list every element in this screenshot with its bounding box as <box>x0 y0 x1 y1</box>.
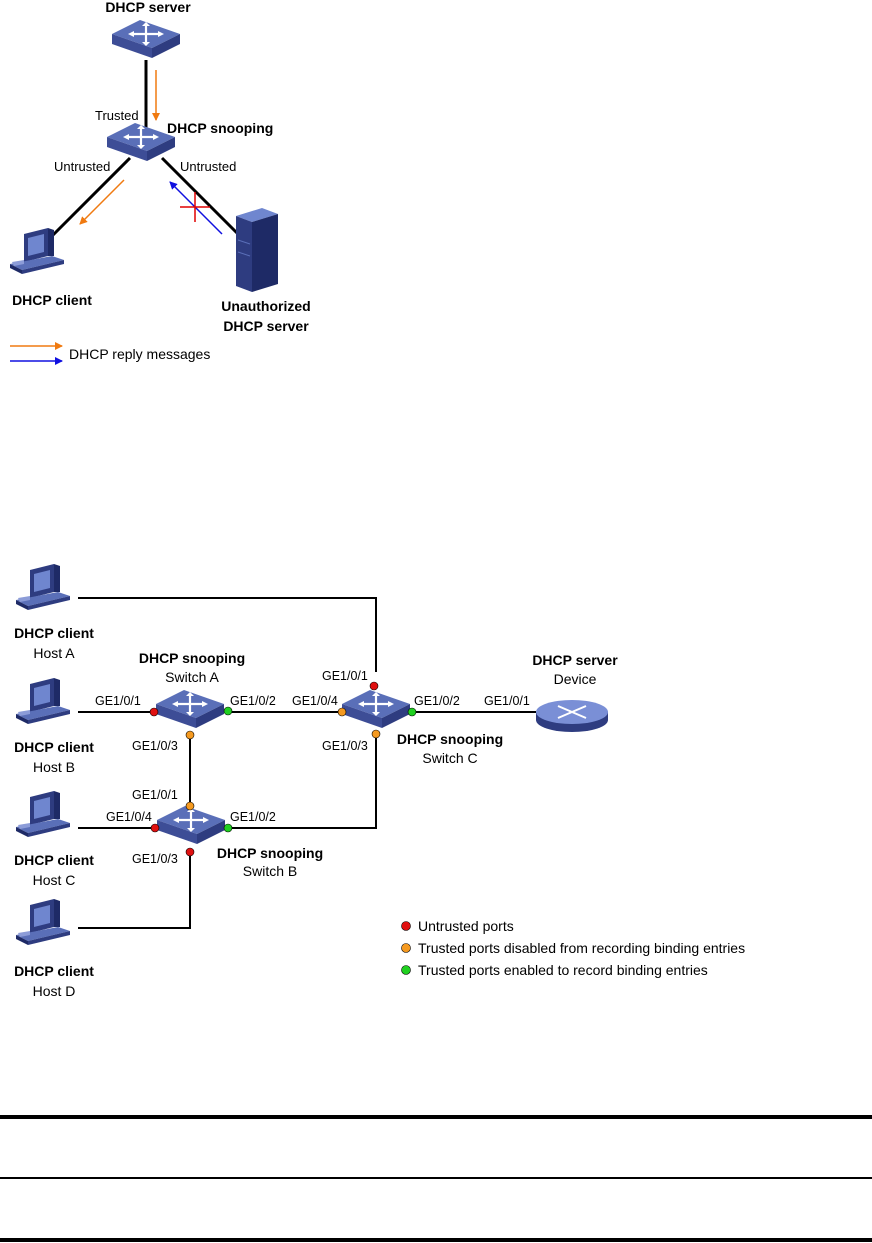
block-mark <box>180 192 210 222</box>
port-dot-switchC-ge103 <box>371 729 381 739</box>
dhcp-client-computer-icon <box>10 228 64 274</box>
switch-c-port-ge101: GE1/0/1 <box>322 669 368 683</box>
switch-c-port-ge102: GE1/0/2 <box>414 694 460 708</box>
untrusted-left-label: Untrusted <box>54 159 110 174</box>
port-dot-switchB-ge101 <box>185 801 195 811</box>
switch-a-role: DHCP snooping <box>139 650 245 666</box>
switch-a-icon <box>154 688 226 730</box>
switch-a-port-ge103: GE1/0/3 <box>132 739 178 753</box>
unauthorized-server-icon <box>236 208 278 292</box>
port-dot-switchC-ge101 <box>369 681 379 691</box>
switch-c-role: DHCP snooping <box>397 731 503 747</box>
host-b-name: Host B <box>33 759 75 775</box>
switch-a-port-ge102: GE1/0/2 <box>230 694 276 708</box>
server-role: DHCP server <box>532 652 618 668</box>
switch-c-port-ge104: GE1/0/4 <box>292 694 338 708</box>
host-a-role: DHCP client <box>14 625 94 641</box>
switch-b-port-ge104: GE1/0/4 <box>106 810 152 824</box>
untrusted-right-label: Untrusted <box>180 159 236 174</box>
server-port-ge101: GE1/0/1 <box>484 694 530 708</box>
host-b-computer-icon <box>16 678 70 724</box>
legend-trusted-disabled-label: Trusted ports disabled from recording bi… <box>418 940 745 956</box>
link-snooping-client <box>50 156 132 238</box>
host-c-name: Host C <box>33 872 76 888</box>
switch-c-icon <box>340 688 412 730</box>
host-d-computer-icon <box>16 899 70 945</box>
host-c-computer-icon <box>16 791 70 837</box>
switch-b-port-ge103: GE1/0/3 <box>132 852 178 866</box>
link-hostD-switchB <box>78 852 191 929</box>
diagram-1: DHCP server DHCP snooping Trusted Untrus… <box>10 0 311 365</box>
switch-b-name: Switch B <box>243 863 297 879</box>
switch-b-port-ge101: GE1/0/1 <box>132 788 178 802</box>
switch-c-port-ge103: GE1/0/3 <box>322 739 368 753</box>
link-switchB-switchC <box>228 734 377 829</box>
dhcp-snooping-label: DHCP snooping <box>167 120 273 136</box>
unauthorized-server-label-2: DHCP server <box>223 318 309 334</box>
port-dot-switchA-ge102 <box>223 706 233 716</box>
host-d-name: Host D <box>33 983 76 999</box>
host-a-name: Host A <box>33 645 75 661</box>
reply-arrow-client <box>79 179 125 225</box>
legend-untrusted-label: Untrusted ports <box>418 918 514 934</box>
port-dot-switchC-ge104 <box>337 707 347 717</box>
host-c-role: DHCP client <box>14 852 94 868</box>
dhcp-client-label: DHCP client <box>12 292 92 308</box>
switch-a-port-ge101: GE1/0/1 <box>95 694 141 708</box>
link-snooping-unauthorized <box>160 156 242 238</box>
switch-a-name: Switch A <box>165 669 219 685</box>
legend-dot-untrusted <box>401 921 411 931</box>
dhcp-server-switch-icon <box>110 18 182 60</box>
port-dot-switchB-ge102 <box>223 823 233 833</box>
trusted-port-label: Trusted <box>95 108 139 123</box>
blocked-reply-arrow <box>169 181 223 235</box>
legend-trusted-enabled-label: Trusted ports enabled to record binding … <box>418 962 708 978</box>
unauthorized-server-label-1: Unauthorized <box>221 298 310 314</box>
host-a-computer-icon <box>16 564 70 610</box>
legend-reply-label: DHCP reply messages <box>69 346 210 362</box>
switch-b-role: DHCP snooping <box>217 845 323 861</box>
port-dot-switchC-ge102 <box>407 707 417 717</box>
link-hostA-switchC <box>78 597 377 672</box>
switch-b-icon <box>155 804 227 846</box>
diagram-2: DHCP client Host A DHCP client Host B DH… <box>14 564 745 999</box>
dhcp-snooping-switch-icon <box>105 121 177 163</box>
legend-dot-trusted-enabled <box>401 965 411 975</box>
port-dot-switchA-ge103 <box>185 730 195 740</box>
host-d-role: DHCP client <box>14 963 94 979</box>
port-dot-switchB-ge103 <box>185 847 195 857</box>
server-name: Device <box>554 671 597 687</box>
port-dot-switchB-ge104 <box>150 823 160 833</box>
host-b-role: DHCP client <box>14 739 94 755</box>
legend-dot-trusted-disabled <box>401 943 411 953</box>
router-icon <box>536 700 608 732</box>
switch-c-name: Switch C <box>422 750 477 766</box>
dhcp-server-label: DHCP server <box>105 0 191 15</box>
switch-b-port-ge102: GE1/0/2 <box>230 810 276 824</box>
port-dot-switchA-ge101 <box>149 707 159 717</box>
